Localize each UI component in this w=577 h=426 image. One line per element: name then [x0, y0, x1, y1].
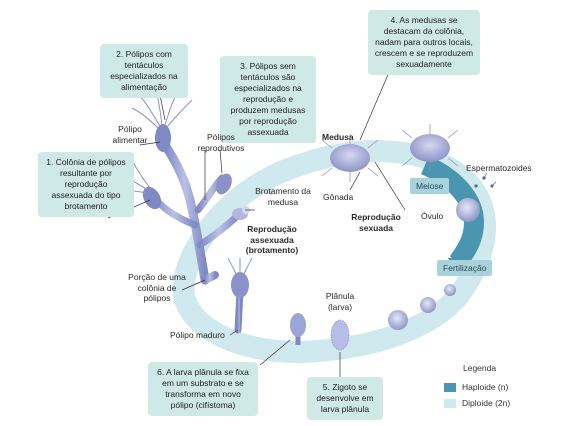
label-ovulo: Óvulo — [421, 211, 444, 221]
medusa-2 — [401, 124, 459, 172]
stage-fertilizacao: Fertilização — [437, 260, 493, 276]
polyp-colony — [115, 89, 250, 285]
cycle-arrow-diploid — [250, 168, 280, 196]
egg-cell — [456, 198, 480, 222]
label-polipos-reprodutivos: Pólipos reprodutivos — [197, 132, 245, 153]
legend-swatch-haploid — [444, 383, 456, 392]
label-reproducao-sexuada: Reprodução sexuada — [351, 212, 401, 233]
medusa-1 — [321, 134, 379, 182]
embryo-stage-1 — [388, 310, 408, 330]
sperm-cells — [474, 172, 497, 188]
label-medusa: Medusa — [322, 132, 354, 142]
callout-2: 2. Pólipos com tentáculos especializados… — [100, 44, 188, 98]
label-gonada: Gônada — [323, 192, 354, 202]
label-polipo-maduro: Pólipo maduro — [170, 330, 225, 340]
mature-polyp — [227, 257, 253, 334]
label-porcao-colonia: Porção de uma colônia de pólipos — [128, 272, 186, 303]
legend-label-diploid: Diploide (2n) — [462, 398, 511, 408]
embryo-stage-3 — [444, 284, 456, 296]
legend-title: Legenda — [463, 363, 497, 373]
label-reproducao-assexuada: Reprodução assexuada (brotamento) — [245, 224, 299, 255]
new-polyp — [290, 313, 306, 345]
label-planula: Plânula (larva) — [325, 291, 355, 312]
label-polipo-alimentar: Pólipo alimentar — [112, 124, 148, 145]
callout-1: 1. Colônia de pólipos resultante por rep… — [38, 152, 134, 217]
label-espermatozoides: Espermatozoides — [466, 163, 532, 173]
callout-5: 5. Zigoto se desenvolve em larva plânula — [307, 377, 383, 420]
label-brotamento-medusa: Brotamento da medusa — [255, 186, 311, 207]
callout-3: 3. Pólipos sem tentáculos são especializ… — [220, 56, 316, 143]
callout-6: 6. A larva plânula se fixa em um substra… — [148, 362, 258, 416]
planula-larva — [330, 319, 350, 351]
callout-4: 4. As medusas se destacam da colônia, na… — [368, 10, 480, 75]
embryo-stage-2 — [420, 297, 436, 313]
legend-label-haploid: Haploide (n) — [462, 382, 509, 392]
stage-meiose: Meiose — [410, 178, 450, 194]
cycle-band-haploid — [420, 155, 485, 268]
legend-swatch-diploid — [444, 399, 456, 408]
